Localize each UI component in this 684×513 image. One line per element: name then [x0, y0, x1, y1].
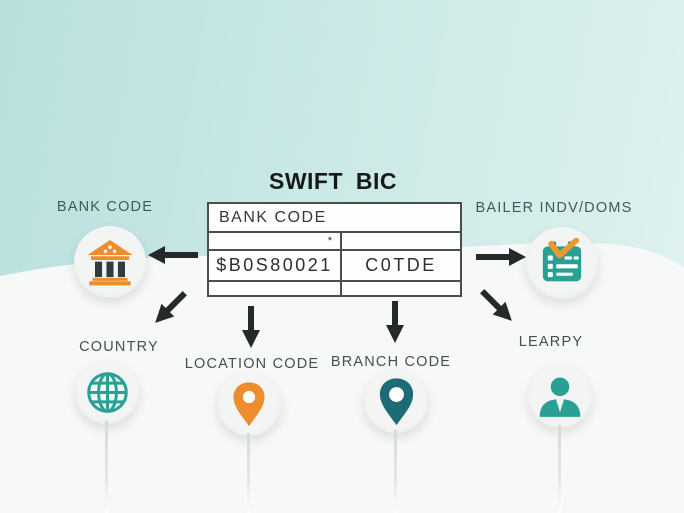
location-signpost-pole: [246, 433, 250, 513]
arrow-left-icon: [148, 245, 198, 265]
bank-code-label: BANK CODE: [56, 199, 154, 215]
page-title: SWIFT BIC: [268, 168, 398, 194]
arrow-down-location-icon: [241, 306, 261, 348]
location-pin-icon: [233, 382, 265, 427]
right-code-cell: C0TDE: [365, 255, 437, 275]
country-signpost-pole: [104, 421, 108, 513]
learpy-label: LEARPY: [518, 334, 584, 350]
bailer-node: [526, 227, 598, 299]
country-node: [75, 360, 139, 424]
country-label: COUNTRY: [79, 339, 159, 355]
bank-building-icon: [87, 239, 133, 285]
bank-code-node: [74, 226, 146, 298]
asterisk-marker: *: [327, 235, 332, 247]
arrow-diagonal-country-icon: [148, 286, 192, 330]
person-icon: [539, 376, 581, 417]
swift-code-table: BANK CODE * $B0S80021 C0TDE: [207, 202, 462, 297]
bailer-indv-doms-label: BAILER INDV/DOMS: [475, 200, 633, 216]
calendar-checklist-icon: [542, 238, 582, 282]
branch-code-node: [364, 369, 428, 433]
location-code-node: [217, 372, 281, 436]
arrow-right-icon: [476, 247, 526, 267]
location-code-label: LOCATION CODE: [184, 356, 320, 372]
globe-icon: [86, 371, 128, 413]
left-code-cell: $B0S80021: [209, 251, 342, 280]
table-empty-row: [209, 282, 460, 295]
table-code-row: $B0S80021 C0TDE: [209, 251, 460, 282]
learpy-signpost-pole: [557, 425, 561, 513]
arrow-diagonal-learpy-icon: [475, 284, 519, 328]
map-pin-icon: [379, 377, 413, 425]
arrow-down-branch-icon: [385, 301, 405, 343]
table-header-bank-code: BANK CODE: [209, 204, 460, 233]
marker-cell: *: [209, 233, 342, 249]
empty-cell: [342, 233, 460, 249]
branch-signpost-pole: [393, 430, 397, 513]
table-marker-row: *: [209, 233, 460, 251]
branch-code-label: BRANCH CODE: [330, 354, 452, 370]
learpy-node: [528, 364, 592, 428]
